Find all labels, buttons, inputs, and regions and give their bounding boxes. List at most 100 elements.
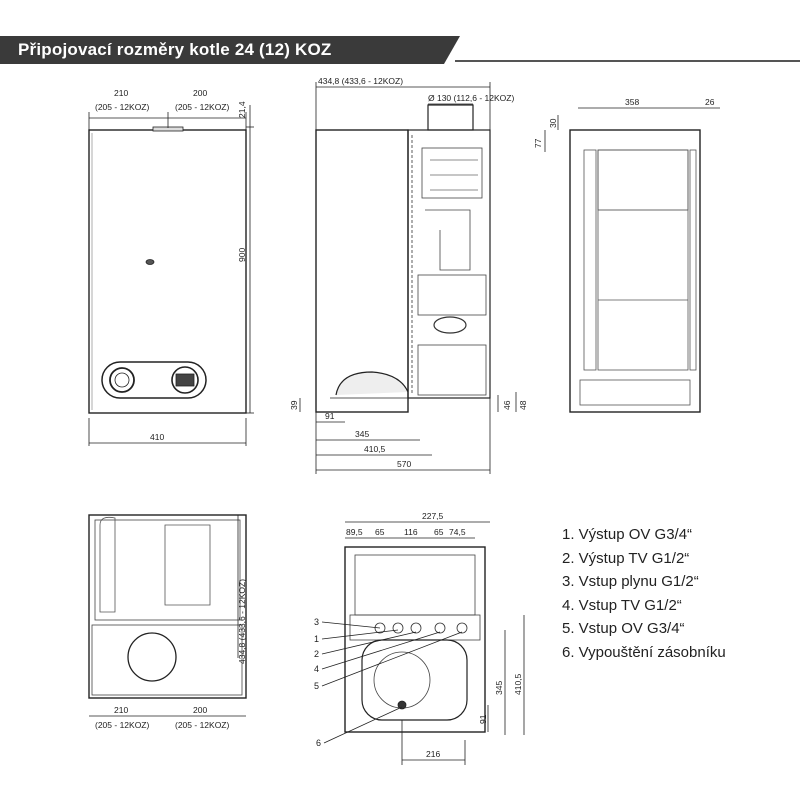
- header-bar: [0, 36, 460, 64]
- callout-leader: [321, 631, 463, 687]
- callout-5: 5: [314, 681, 319, 691]
- dim-label-b-410-5: 410,5: [513, 673, 523, 695]
- dim-label-227-5: 227,5: [422, 511, 444, 521]
- control-knob-inner: [114, 372, 130, 388]
- top-view: 434,8 (433,6 - 12KOZ) 210 (205 - 12KOZ) …: [88, 514, 247, 730]
- dim-label-77: 77: [533, 138, 543, 148]
- back-tank: [597, 149, 689, 371]
- tank-flange: [373, 651, 431, 709]
- burner-unit: [417, 274, 487, 316]
- callout-leader: [321, 631, 417, 655]
- dim-label-top-205b: (205 - 12KOZ): [175, 720, 229, 730]
- callout-leader: [321, 631, 441, 670]
- dim-label-434-8: 434,8 (433,6 - 12KOZ): [318, 76, 403, 86]
- dim-label-91: 91: [325, 411, 335, 421]
- connection-2: [392, 622, 404, 634]
- dim-label-65b: 65: [434, 527, 444, 537]
- flue-pipe: [427, 104, 474, 131]
- callout-6: 6: [316, 738, 321, 748]
- bottom-casing: [344, 546, 486, 733]
- header-rule: [455, 60, 800, 62]
- dim-label-flue: Ø 130 (112,6 - 12KOZ): [428, 93, 514, 103]
- legend-item: 1. Výstup OV G3/4“: [562, 526, 693, 543]
- dim-label-205: (205 - 12KOZ): [95, 102, 149, 112]
- dim-label-900: 900: [237, 248, 247, 262]
- connections-legend: 1. Výstup OV G3/4“ 2. Výstup TV G1/2“ 3.…: [562, 523, 792, 664]
- dim-label-358: 358: [625, 97, 639, 107]
- back-casing: [569, 129, 701, 413]
- dim-label-570: 570: [397, 459, 411, 469]
- dim-label-b-345: 345: [494, 681, 504, 695]
- top-flue-outlet: [127, 632, 177, 682]
- top-upper-compartment: [94, 519, 241, 621]
- legend-item: 2. Výstup TV G1/2“: [562, 549, 690, 567]
- top-lower-compartment: [91, 624, 243, 696]
- callout-1: 1: [314, 634, 319, 644]
- dim-label-200: 200: [193, 88, 207, 98]
- legend-item: 5. Vstup OV G3/4“: [562, 620, 685, 637]
- bottom-upper-panel: [354, 554, 476, 616]
- side-casing: [315, 129, 409, 413]
- callout-leader: [321, 629, 399, 640]
- back-base: [579, 379, 691, 406]
- display-screen: [175, 373, 195, 387]
- dim-label-116: 116: [404, 527, 418, 537]
- side-internals-frame: [407, 129, 491, 399]
- dim-label-b-91: 91: [478, 714, 488, 724]
- callouts: 3 1 2 4 5 6: [314, 617, 463, 748]
- dim-label-48: 48: [518, 400, 528, 410]
- tank-bottom: [361, 639, 468, 721]
- connection-3: [410, 622, 422, 634]
- dim-label-top-205: (205 - 12KOZ): [95, 720, 149, 730]
- dim-label-21-4: 21,4: [237, 101, 247, 118]
- back-tank-top: [597, 149, 689, 211]
- connection-5: [456, 622, 468, 634]
- heat-exchanger: [421, 147, 483, 199]
- connection-1: [374, 622, 386, 634]
- callout-2: 2: [314, 649, 319, 659]
- callout-leader: [323, 706, 403, 744]
- dim-label-39: 39: [289, 400, 299, 410]
- dim-label-30: 30: [548, 118, 558, 128]
- top-left-component: [99, 516, 116, 613]
- dim-label-top-depth: 434,8 (433,6 - 12KOZ): [237, 579, 247, 664]
- dim-label-216: 216: [426, 749, 440, 759]
- dim-label-205b: (205 - 12KOZ): [175, 102, 229, 112]
- dim-label-26: 26: [705, 97, 715, 107]
- page-title: Připojovací rozměry kotle 24 (12) KOZ: [18, 40, 332, 59]
- dim-label-46: 46: [502, 400, 512, 410]
- bottom-view: 227,5 89,5 65 116 65 74,5 345 410,5 91 2…: [314, 511, 525, 765]
- pump: [433, 316, 467, 334]
- bottom-connections-panel: [349, 614, 481, 641]
- drain-valve: [397, 700, 407, 710]
- dim-label-410-5: 410,5: [364, 444, 386, 454]
- brand-logo: [145, 259, 155, 265]
- back-pipe-left: [583, 149, 597, 371]
- legend-item: 4. Vstup TV G1/2“: [562, 596, 682, 614]
- dim-label-top-210: 210: [114, 705, 128, 715]
- control-knob: [109, 367, 135, 393]
- header: Připojovací rozměry kotle 24 (12) KOZ: [0, 36, 800, 64]
- header-bar-shape: [0, 36, 460, 64]
- connection-4: [434, 622, 446, 634]
- pipework: [425, 209, 471, 271]
- dim-label-345: 345: [355, 429, 369, 439]
- back-pipe-right: [689, 149, 697, 371]
- control-panel: [101, 361, 207, 399]
- dim-label-89-5: 89,5: [346, 527, 363, 537]
- display-bezel: [171, 366, 199, 394]
- callout-3: 3: [314, 617, 319, 627]
- connection-cover: [335, 371, 409, 396]
- legend-item: 6. Vypouštění zásobníku: [562, 643, 726, 661]
- top-casing: [88, 514, 247, 699]
- front-view: 210 (205 - 12KOZ) 200 (205 - 12KOZ) 21,4…: [88, 88, 254, 446]
- callout-4: 4: [314, 664, 319, 674]
- dim-label-top-200: 200: [193, 705, 207, 715]
- legend-item: 3. Vstup plynu G1/2“: [562, 573, 699, 590]
- top-right-component: [164, 524, 211, 606]
- back-view: 358 26 30 77: [533, 97, 720, 413]
- callout-leader: [321, 621, 381, 629]
- front-casing: [88, 129, 247, 414]
- hydraulic-block: [417, 344, 487, 396]
